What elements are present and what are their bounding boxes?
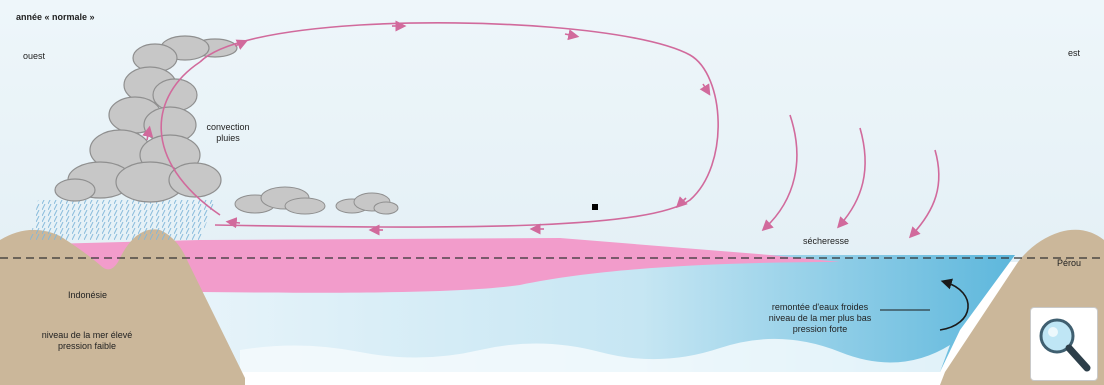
- zoom-button[interactable]: [1030, 307, 1098, 381]
- label-drought: sécheresse: [803, 236, 849, 247]
- label-peru: Pérou: [1057, 258, 1081, 269]
- magnifier-icon: [1031, 308, 1097, 380]
- rain-area: [30, 200, 215, 240]
- label-west-sea: niveau de la mer élevé pression faible: [22, 330, 152, 352]
- label-convection-line2: pluies: [198, 133, 258, 144]
- label-convection: convection pluies: [198, 122, 258, 144]
- label-indonesia: Indonésie: [68, 290, 107, 301]
- label-west: ouest: [23, 51, 45, 62]
- label-east-sea-line3: pression forte: [755, 324, 885, 335]
- arrow-lower-3: [230, 222, 240, 223]
- marker-square: [592, 204, 598, 210]
- diagram-title: année « normale »: [16, 12, 95, 23]
- label-east-sea: remontée d'eaux froides niveau de la mer…: [755, 302, 885, 335]
- label-east-sea-line1: remontée d'eaux froides: [755, 302, 885, 313]
- label-west-sea-line2: pression faible: [22, 341, 152, 352]
- label-convection-line1: convection: [198, 122, 258, 133]
- label-east-sea-line2: niveau de la mer plus bas: [755, 313, 885, 324]
- label-east: est: [1068, 48, 1080, 59]
- label-west-sea-line1: niveau de la mer élevé: [22, 330, 152, 341]
